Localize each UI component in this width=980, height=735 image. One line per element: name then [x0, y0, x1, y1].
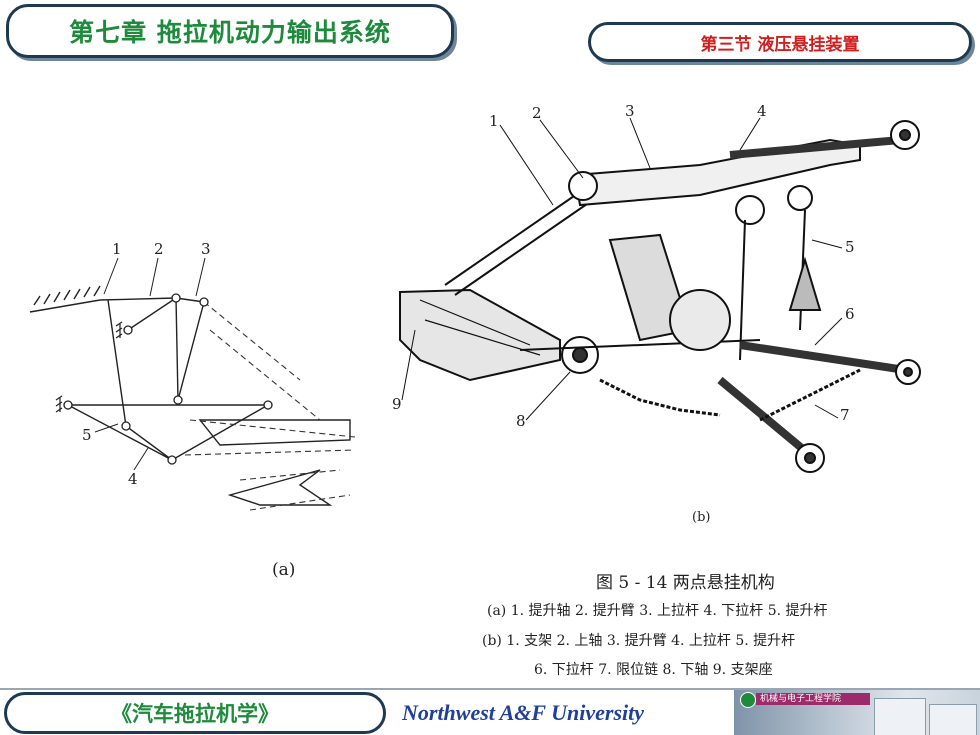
- figure-b-callout-5: 5: [845, 238, 855, 256]
- section-title: 第三节 液压悬挂装置: [700, 34, 860, 55]
- figure-b-label: (b): [692, 510, 711, 525]
- figure-a-label: (a): [272, 560, 296, 580]
- figure-a-callout-1: 1: [112, 240, 122, 258]
- building-image: [874, 698, 926, 735]
- figure-a-callout-5: 5: [82, 426, 92, 444]
- figure-b-callout-6: 6: [845, 305, 855, 323]
- figure-b-callout-4: 4: [757, 102, 767, 120]
- figure-b-callout-7: 7: [840, 406, 850, 424]
- figure-b-callout-3: 3: [625, 102, 635, 120]
- university-name: Northwest A&F University: [402, 700, 645, 725]
- college-logo-icon: [740, 692, 756, 708]
- section-title-banner: 第三节 液压悬挂装置: [588, 22, 972, 62]
- figure-b-callout-9: 9: [392, 395, 402, 413]
- figure-a-callout-3: 3: [201, 240, 211, 258]
- caption-line-c: 6. 下拉杆 7. 限位链 8. 下轴 9. 支架座: [534, 662, 773, 678]
- chapter-title: 第七章 拖拉机动力输出系统: [69, 18, 391, 47]
- book-title: 《汽车拖拉机学》: [111, 702, 279, 726]
- college-name: 机械与电子工程学院: [756, 693, 870, 705]
- footer-divider: [0, 688, 980, 690]
- figure-caption-title: 图 5 - 14 两点悬挂机构: [596, 573, 775, 593]
- caption-line-a: (a) 1. 提升轴 2. 提升臂 3. 上拉杆 4. 下拉杆 5. 提升杆: [487, 603, 828, 619]
- chapter-title-banner: 第七章 拖拉机动力输出系统: [6, 4, 454, 58]
- figure-b-callout-8: 8: [516, 412, 526, 430]
- building-image-2: [929, 704, 977, 735]
- college-banner-image: 机械与电子工程学院: [734, 690, 980, 735]
- caption-line-b: (b) 1. 支架 2. 上轴 3. 提升臂 4. 上拉杆 5. 提升杆: [482, 633, 796, 649]
- figure-b-callout-1: 1: [489, 112, 499, 130]
- book-title-banner: 《汽车拖拉机学》: [4, 692, 386, 734]
- figure-a-callout-4: 4: [128, 470, 138, 488]
- figure-b-callout-2: 2: [532, 104, 542, 122]
- figure-a-callout-2: 2: [154, 240, 164, 258]
